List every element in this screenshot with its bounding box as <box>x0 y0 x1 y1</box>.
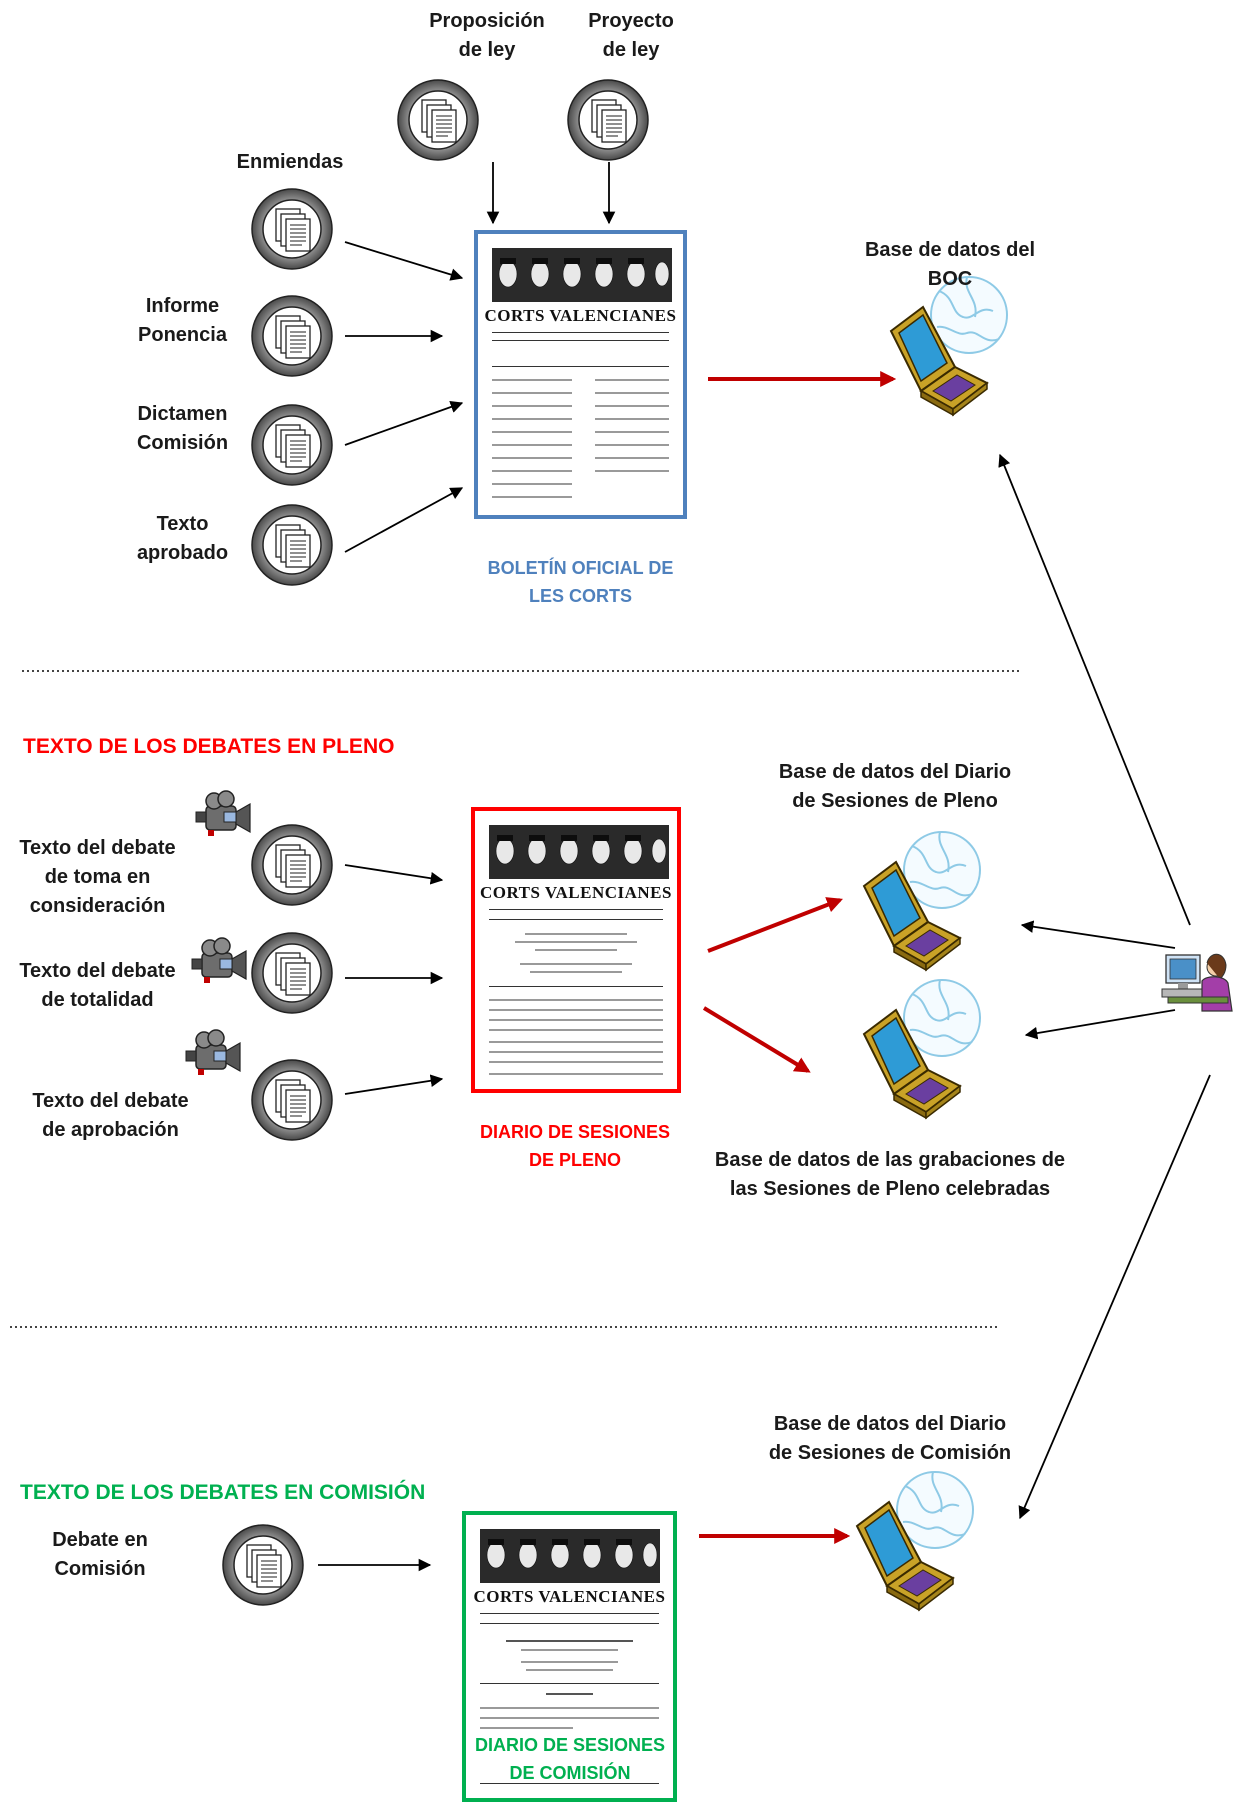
masthead-portrait-banner <box>492 248 672 302</box>
input-label-toma: Texto del debate de toma en consideració… <box>19 837 176 917</box>
diario-pleno-caption: DIARIO DE SESIONES DE PLENO <box>479 1122 671 1170</box>
totalidad-video-camera-icon <box>191 937 247 984</box>
debate-document-icon <box>222 1524 304 1606</box>
grabaciones-database-icon <box>863 979 981 1119</box>
arrow-enmiendas-to-boletin <box>344 241 464 281</box>
arrow-user-to-boc-db <box>998 453 1191 926</box>
toma-video-camera-icon <box>195 790 251 837</box>
input-label-debate: Debate en Comisión <box>52 1529 148 1580</box>
arrow-diario-pleno-to-grabaciones-db <box>702 1006 811 1073</box>
input-label-texto: Texto aprobado <box>136 513 229 564</box>
input-label-aprobacion: Texto del debate de aprobación <box>32 1090 189 1141</box>
db-label-diario-comision: Base de datos del Diario de Sesiones de … <box>768 1413 1012 1464</box>
arrow-user-to-diario-pleno-db <box>1020 920 1176 949</box>
pleno-heading: TEXTO DE LOS DEBATES EN PLENO <box>23 735 395 758</box>
masthead-title: CORTS VALENCIANES <box>484 306 677 325</box>
boletin-oficial-publication: CORTS VALENCIANES <box>474 230 687 519</box>
boletin-caption: BOLETÍN OFICIAL DE LES CORTS <box>487 558 674 606</box>
aprobacion-video-camera-icon <box>185 1029 241 1076</box>
aprobacion-document-icon <box>251 1059 333 1141</box>
arrow-user-to-diario-comision-db <box>1018 1074 1211 1520</box>
input-label-enmiendas: Enmiendas <box>236 151 344 173</box>
masthead-portrait-banner <box>480 1529 660 1583</box>
arrow-dictamen-to-boletin <box>344 400 464 446</box>
input-label-dictamen: Dictamen Comisión <box>136 403 229 454</box>
input-label-totalidad: Texto del debate de totalidad <box>19 960 176 1011</box>
user-at-computer-icon <box>1161 953 1233 1012</box>
arrow-toma-to-diario-pleno <box>344 864 444 885</box>
diario-pleno-publication: CORTS VALENCIANES <box>471 807 681 1093</box>
arrow-texto-to-boletin <box>344 487 464 553</box>
boc-database-icon <box>890 276 1008 416</box>
masthead-portrait-banner <box>489 825 669 879</box>
diario-comision-database-icon <box>856 1471 974 1611</box>
arrow-diario-pleno-to-diario-db <box>707 897 843 953</box>
db-label-grabaciones: Base de datos de las grabaciones de las … <box>714 1149 1066 1200</box>
enmiendas-document-icon <box>251 188 333 270</box>
proyecto-document-icon <box>567 79 649 161</box>
db-label-diario-pleno: Base de datos del Diario de Sesiones de … <box>778 761 1012 812</box>
arrow-user-to-grabaciones-db <box>1024 1009 1176 1040</box>
db-label-boc: Base de datos del BOC <box>864 239 1036 290</box>
proposicion-document-icon <box>397 79 479 161</box>
diario-pleno-database-icon <box>863 831 981 971</box>
comision-heading: TEXTO DE LOS DEBATES EN COMISIÓN <box>20 1481 426 1504</box>
totalidad-document-icon <box>251 932 333 1014</box>
diario-comision-publication: CORTS VALENCIANES <box>462 1511 677 1802</box>
toma-document-icon <box>251 824 333 906</box>
masthead-title: CORTS VALENCIANES <box>480 883 672 902</box>
input-label-informe: Informe Ponencia <box>138 295 227 346</box>
arrow-aprobacion-to-diario-pleno <box>344 1074 444 1095</box>
diario-comision-caption: DIARIO DE SESIONES DE COMISIÓN <box>474 1735 666 1783</box>
input-label-proposicion: Proposición de ley <box>429 10 545 61</box>
masthead-title: CORTS VALENCIANES <box>473 1587 666 1606</box>
input-label-proyecto: Proyecto de ley <box>588 10 674 61</box>
